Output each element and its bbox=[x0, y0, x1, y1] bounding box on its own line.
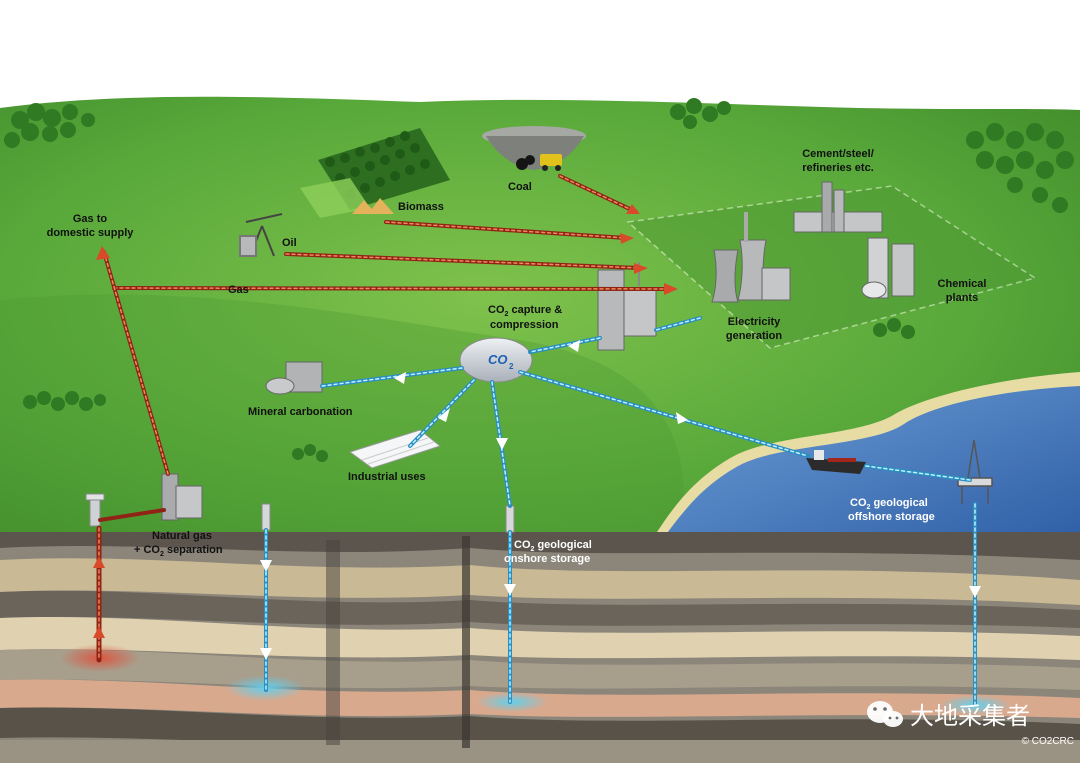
label-natgas-sub: 2 bbox=[160, 551, 164, 558]
label-natgas-line2: + CO2 separation bbox=[134, 544, 223, 558]
tanker-ship bbox=[806, 450, 866, 474]
label-chemical-line1: Chemical bbox=[938, 278, 987, 290]
beach bbox=[652, 372, 1080, 540]
label-electricity-line1: Electricity bbox=[728, 316, 781, 328]
label-natgas-line1: Natural gas bbox=[152, 530, 212, 542]
offshore-platform bbox=[957, 439, 993, 504]
coal-mine bbox=[482, 126, 586, 171]
forest-top-center bbox=[670, 98, 731, 129]
co2-flows bbox=[260, 316, 981, 706]
label-mineral: Mineral carbonation bbox=[248, 406, 353, 418]
label-onshore-line1: CO2 geological bbox=[514, 539, 592, 553]
watermark: 大地采集者 bbox=[867, 701, 1030, 730]
sea bbox=[660, 380, 1080, 540]
label-onshore-line2: onshore storage bbox=[504, 553, 590, 565]
co2-tank-label: CO bbox=[488, 352, 508, 367]
oil-pumpjack bbox=[239, 213, 283, 257]
label-oil: Oil bbox=[282, 237, 297, 249]
source-flows bbox=[93, 174, 678, 663]
forest-right bbox=[966, 123, 1074, 213]
power-station bbox=[711, 212, 791, 303]
label-offshore-line1: CO2 geological bbox=[850, 497, 928, 511]
forest-industrial-right bbox=[873, 318, 915, 339]
label-capture-line1: CO2 capture & bbox=[488, 304, 562, 318]
label-capture-line2: compression bbox=[490, 319, 559, 331]
label-natgas-pre: + CO bbox=[134, 544, 160, 556]
label-chemical-line2: plants bbox=[946, 292, 978, 304]
watermark-text: 大地采集者 bbox=[910, 702, 1030, 730]
label-cement-line2: refineries etc. bbox=[802, 162, 874, 174]
label-offshore-rest: geological bbox=[870, 497, 927, 509]
biomass-piles bbox=[352, 198, 394, 214]
label-biomass: Biomass bbox=[398, 201, 444, 213]
label-cement-line1: Cement/steel/ bbox=[802, 148, 874, 160]
label-offshore-sub: 2 bbox=[867, 504, 871, 511]
label-industrial: Industrial uses bbox=[348, 471, 426, 483]
co2-tank: CO 2 bbox=[459, 337, 533, 383]
label-gas-domestic-line2: domestic supply bbox=[47, 227, 135, 239]
label-capture-sub: 2 bbox=[505, 311, 509, 318]
forest-mid-left bbox=[23, 391, 106, 411]
label-gas-domestic-line1: Gas to bbox=[73, 213, 108, 225]
label-onshore-rest: geological bbox=[534, 539, 591, 551]
cement-plant bbox=[793, 181, 883, 233]
gas-processing-plant bbox=[161, 473, 203, 521]
wechat-icon bbox=[867, 701, 903, 727]
co2-tank-label-sub: 2 bbox=[509, 362, 514, 371]
label-capture-rest: capture & bbox=[508, 304, 562, 316]
label-offshore-co: CO bbox=[850, 497, 867, 509]
forest-small-left bbox=[292, 444, 328, 462]
label-offshore-line2: offshore storage bbox=[848, 511, 935, 523]
label-gas: Gas bbox=[228, 284, 249, 296]
capture-plant bbox=[597, 262, 657, 351]
biomass-plantation bbox=[300, 128, 450, 218]
label-capture-co: CO bbox=[488, 304, 505, 316]
label-onshore-co: CO bbox=[514, 539, 531, 551]
industrial-zone bbox=[626, 185, 1037, 349]
label-electricity-line2: generation bbox=[726, 330, 783, 342]
label-coal: Coal bbox=[508, 181, 532, 193]
gas-wellhead bbox=[85, 493, 105, 527]
mineral-carbonation-plant bbox=[265, 361, 323, 395]
chemical-plant bbox=[861, 237, 915, 299]
label-natgas-post: separation bbox=[164, 544, 223, 556]
copyright-text: © CO2CRC bbox=[1022, 736, 1074, 747]
forest-left bbox=[4, 103, 95, 148]
label-onshore-sub: 2 bbox=[531, 546, 535, 553]
